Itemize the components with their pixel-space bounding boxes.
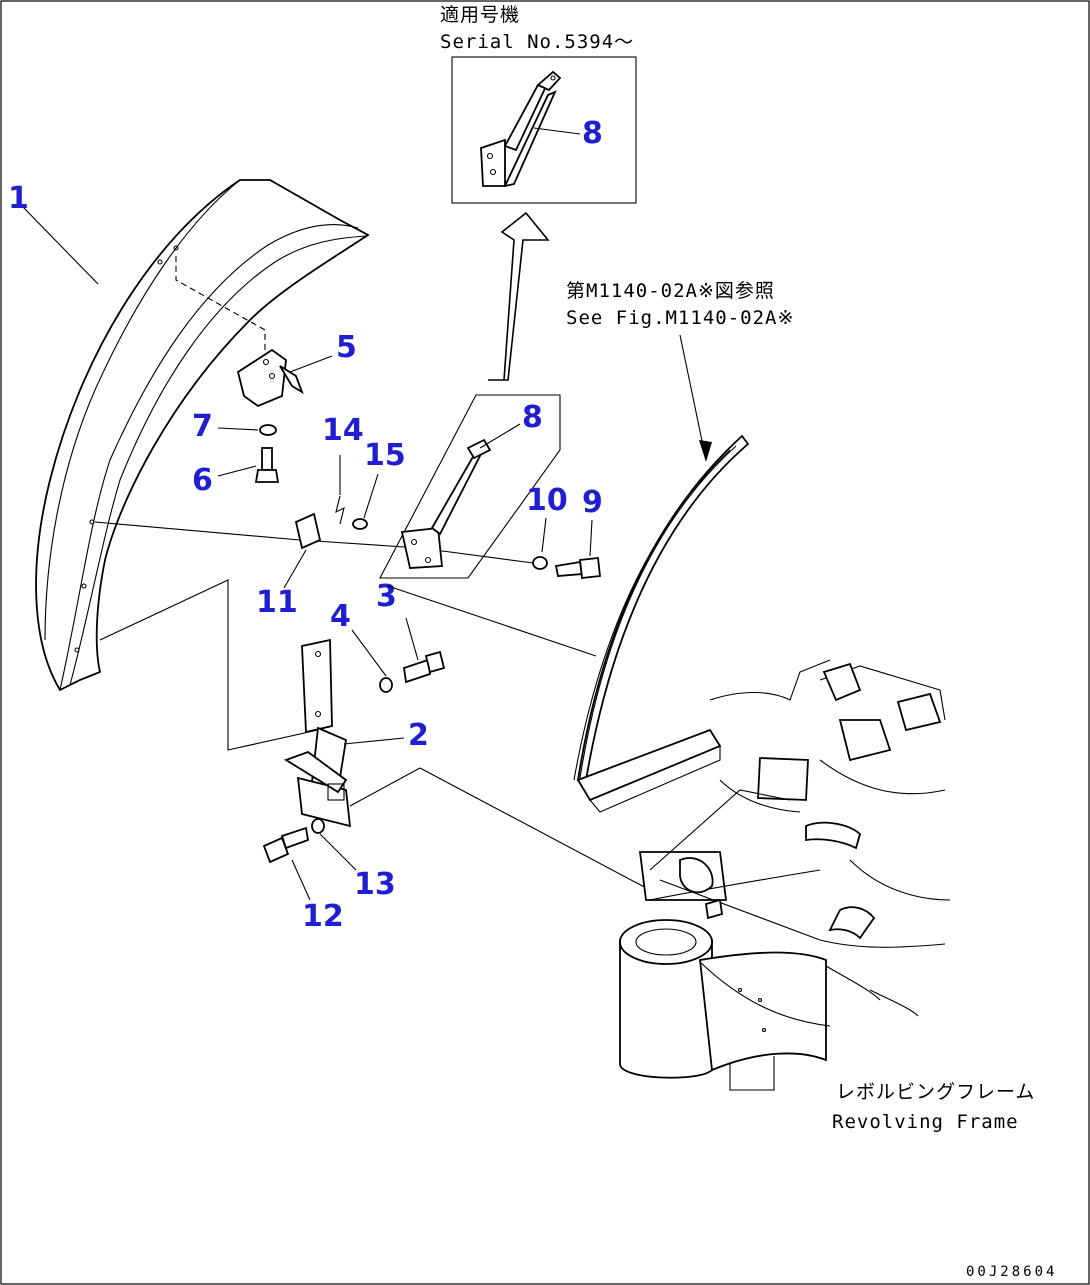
callout-8-inset: 8 bbox=[582, 116, 603, 151]
bracket-8-inset-drawing bbox=[480, 70, 562, 188]
leader-9 bbox=[589, 519, 593, 557]
revolving-frame-drawing bbox=[619, 659, 951, 1091]
callout-3: 3 bbox=[376, 579, 397, 614]
arrow-to-inset bbox=[488, 211, 550, 381]
cover-edge-reference bbox=[573, 434, 750, 813]
outline-part-3 bbox=[379, 394, 561, 579]
leader-10 bbox=[541, 517, 547, 553]
callout-7: 7 bbox=[192, 409, 213, 444]
callout-5: 5 bbox=[336, 330, 357, 365]
bolt-part-4 bbox=[403, 650, 446, 684]
leader-1 bbox=[21, 205, 99, 285]
callout-6: 6 bbox=[192, 463, 213, 498]
clipnut-part-11 bbox=[294, 512, 322, 550]
leader-5 bbox=[289, 355, 333, 373]
centerline-frame bbox=[387, 585, 597, 657]
callout-9: 9 bbox=[582, 485, 603, 520]
leader-6 bbox=[217, 465, 257, 477]
serial-box-frame bbox=[451, 56, 637, 204]
bolt-part-9 bbox=[554, 557, 601, 579]
drawing-id: 00J28604 bbox=[966, 1264, 1057, 1280]
centerline-fender-bracket bbox=[175, 256, 266, 350]
callout-1: 1 bbox=[8, 181, 29, 216]
washer-part-10 bbox=[532, 556, 548, 570]
callout-12: 12 bbox=[302, 899, 344, 934]
callout-4: 4 bbox=[330, 599, 351, 634]
bracket-part-5 bbox=[236, 348, 304, 408]
serial-title-en: Serial No.5394～ bbox=[440, 31, 634, 53]
leader-15 bbox=[363, 473, 379, 519]
reference-leader bbox=[679, 334, 707, 461]
stay-part-2 bbox=[283, 638, 352, 828]
centerline-11 bbox=[94, 521, 301, 541]
washer-part-13 bbox=[311, 818, 325, 834]
callout-14: 14 bbox=[322, 413, 364, 448]
leader-4 bbox=[351, 629, 387, 677]
fender-part-1 bbox=[35, 179, 370, 692]
callout-2: 2 bbox=[408, 718, 429, 753]
centerline-2 bbox=[349, 767, 421, 807]
reference-jp: 第M1140-02A※図参照 bbox=[566, 280, 775, 302]
centerline-2-frame bbox=[419, 767, 651, 891]
callout-15: 15 bbox=[364, 438, 406, 473]
bolt-part-6 bbox=[254, 447, 280, 483]
washer-part-7 bbox=[259, 424, 277, 436]
clip-part-14 bbox=[335, 495, 345, 525]
leader-8 bbox=[479, 423, 521, 449]
callout-13: 13 bbox=[354, 867, 396, 902]
callout-11: 11 bbox=[256, 585, 298, 620]
leader-11 bbox=[283, 549, 307, 589]
washer-part-4 bbox=[379, 677, 393, 693]
callout-10: 10 bbox=[526, 483, 568, 518]
reference-arrowhead bbox=[699, 440, 712, 462]
reference-en: See Fig.M1140-02A※ bbox=[566, 307, 794, 329]
serial-title-jp: 適用号機 bbox=[440, 4, 520, 26]
frame-label-en: Revolving Frame bbox=[832, 1111, 1019, 1133]
frame-label-jp: レボルビングフレーム bbox=[836, 1081, 1035, 1103]
leader-2 bbox=[343, 737, 405, 745]
serial-inset: 適用号機 Serial No.5394～ 8 bbox=[440, 4, 637, 204]
bracket-part-8 bbox=[400, 438, 492, 569]
leader-13 bbox=[319, 833, 357, 871]
bolt-part-12 bbox=[262, 826, 310, 864]
leader-12 bbox=[291, 859, 311, 901]
washer-part-15 bbox=[352, 518, 368, 530]
outline-fender-stay bbox=[99, 579, 319, 751]
centerline-3 bbox=[299, 539, 421, 549]
callout-8: 8 bbox=[522, 400, 543, 435]
leader-4b bbox=[405, 617, 419, 661]
leader-7 bbox=[217, 427, 259, 431]
reference-label: 第M1140-02A※図参照 See Fig.M1140-02A※ bbox=[566, 280, 794, 462]
